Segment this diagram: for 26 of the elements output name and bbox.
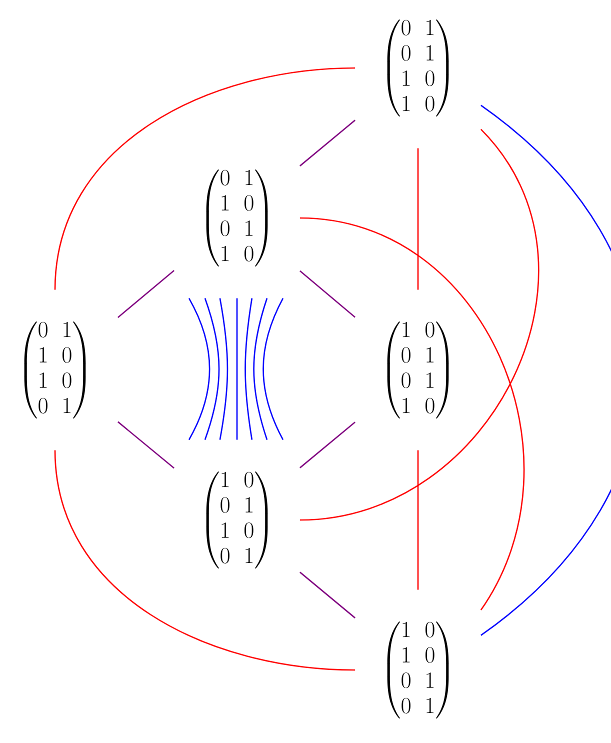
connector-line [54,67,356,290]
connector-line [300,120,356,166]
connector-line [204,298,220,440]
connector-line [219,298,228,440]
connector-line [244,298,253,440]
matrix: $\begin{pmatrix}1 & 0\\ 0 & 1\\ 1 & 0\\ 0 & 1\end{pmatrix}$ [206,472,268,568]
connector-line [236,298,238,440]
connector-line [54,450,356,671]
connector-line [300,270,356,318]
connector-line [118,270,174,318]
matrix: $\begin{pmatrix}0 & 1\\ 1 & 0\\ 1 & 0\\ 0 & 1\end{pmatrix}$ [24,322,86,418]
matrix: $\begin{pmatrix}1 & 0\\ 1 & 0\\ 0 & 1\\ 0 & 1\end{pmatrix}$ [387,622,449,718]
matrix: $\begin{pmatrix}1 & 0\\ 0 & 1\\ 0 & 1\\ 1 & 0\end{pmatrix}$ [387,322,449,418]
connector-line [188,298,210,440]
connector-line [300,217,524,610]
connector-line [300,572,356,618]
matrix: $\begin{pmatrix}0 & 1\\ 0 & 1\\ 1 & 0\\ 1 & 0\end{pmatrix}$ [387,20,449,116]
connector-line [300,128,538,521]
connector-line [118,421,174,469]
connector-line [253,298,268,440]
connector-line [417,450,419,590]
connector-line [480,104,611,636]
connector-line [417,148,419,290]
connector-line [300,422,356,468]
matrix: $\begin{pmatrix}0 & 1\\ 1 & 0\\ 0 & 1\\ 1 & 0\end{pmatrix}$ [206,170,268,266]
connector-line [262,298,284,440]
